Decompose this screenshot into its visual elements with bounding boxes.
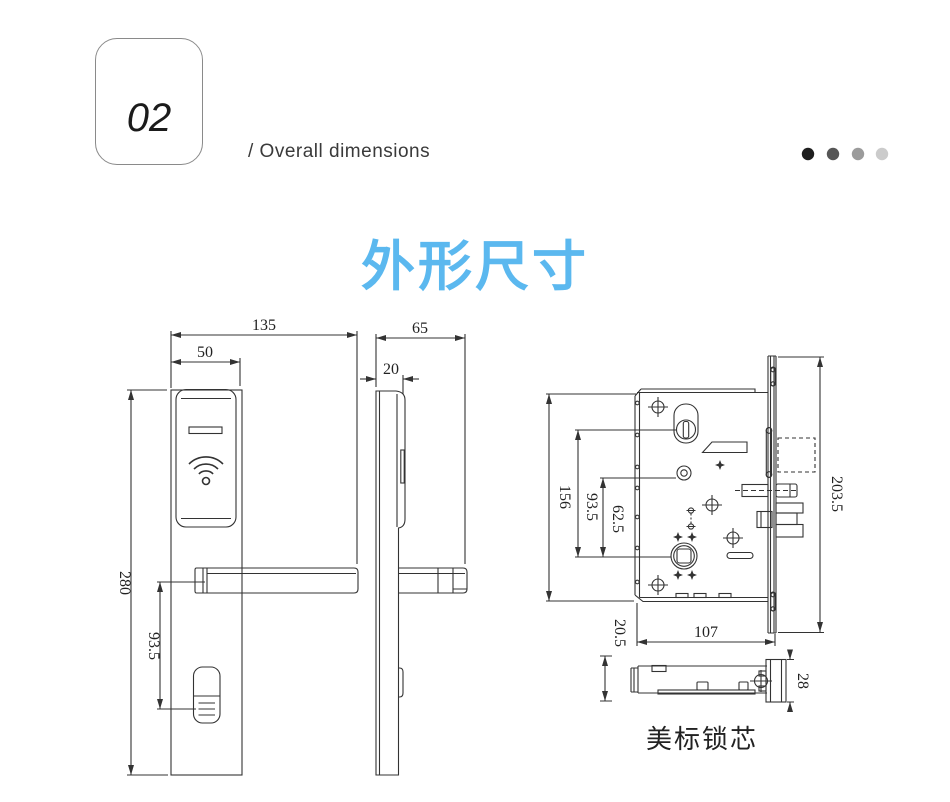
dim-handle-to-knob: 93.5 (145, 632, 162, 660)
pin-holes (686, 507, 696, 530)
dim-faceplate-length: 203.5 (828, 476, 845, 512)
handle-side (399, 567, 468, 594)
section-number-box: 02 (95, 38, 203, 165)
side-view-dimensions: 65 20 (360, 320, 466, 564)
dim-depth: 65 (412, 320, 428, 337)
spindle-follower (670, 542, 698, 570)
lock-body-dimensions: 156 93.5 62.5 203.5 107 20.5 (546, 356, 845, 702)
dim-reader-width: 50 (197, 344, 213, 361)
lock-case (634, 388, 768, 603)
dim-faceplate-width: 28 (794, 673, 811, 689)
dim-height: 280 (116, 571, 133, 595)
dim-case-height: 156 (556, 485, 573, 509)
dot-3 (851, 147, 865, 161)
card-reader (175, 388, 237, 528)
dot-1 (801, 147, 815, 161)
screw-cross-marks (648, 397, 743, 595)
card-slot (188, 426, 223, 435)
dim-case-width: 107 (694, 624, 718, 641)
dim-overall-width: 135 (252, 317, 276, 334)
dim-hole-to-spindle: 62.5 (609, 505, 626, 533)
deadbolt (756, 502, 804, 538)
dim-cyl-to-spindle: 93.5 (583, 493, 600, 521)
internal-parts (701, 426, 773, 560)
dot-2 (826, 147, 840, 161)
front-view-dimensions: 135 50 280 93.5 (116, 317, 358, 776)
dim-case-thickness: 20.5 (611, 619, 628, 647)
sparkle-marks (673, 460, 725, 580)
latch-bolt (735, 483, 798, 498)
lock-caption: 美标锁芯 (646, 725, 758, 755)
wifi-icon (188, 456, 224, 486)
section-number: 02 (126, 96, 172, 140)
thumbturn (192, 666, 221, 724)
dot-4 (875, 147, 889, 161)
front-view: 135 50 280 93.5 (116, 317, 359, 776)
page-title: 外形尺寸 (361, 235, 589, 298)
thumbturn-side (398, 667, 404, 698)
strike-box-dashed (777, 437, 816, 473)
section-label: / Overall dimensions (248, 141, 431, 162)
lock-body-view: 156 93.5 62.5 203.5 107 20.5 (546, 355, 845, 755)
side-view: 65 20 (360, 320, 468, 776)
door-handle (194, 567, 359, 594)
progress-dots (801, 147, 889, 161)
faceplate (767, 355, 777, 634)
lock-bottom-view: 28 (630, 649, 811, 712)
card-slot-edge (400, 449, 405, 484)
spacing-hole (676, 465, 692, 481)
dim-thickness: 20 (383, 361, 399, 378)
cylinder-hole (673, 403, 699, 444)
side-profile (375, 390, 406, 776)
